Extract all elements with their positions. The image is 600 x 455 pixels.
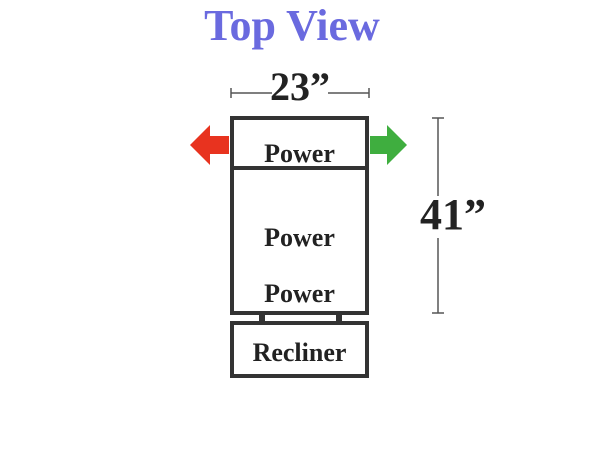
seat-power-label-lower: Power (264, 279, 335, 308)
recliner-label: Recliner (252, 338, 347, 367)
arrow-left-icon (190, 125, 229, 165)
chair-body-outline (230, 116, 369, 315)
connector-right (336, 313, 342, 323)
headrest-power-label: Power (264, 139, 335, 168)
arrow-right-icon (370, 125, 407, 165)
depth-dimension-label: 41” (420, 190, 486, 239)
footrest-outline (230, 321, 369, 378)
width-dimension-label: 23” (270, 64, 330, 109)
connector-left (259, 313, 265, 323)
diagram-title: Top View (204, 1, 380, 50)
seat-power-label-upper: Power (264, 223, 335, 252)
